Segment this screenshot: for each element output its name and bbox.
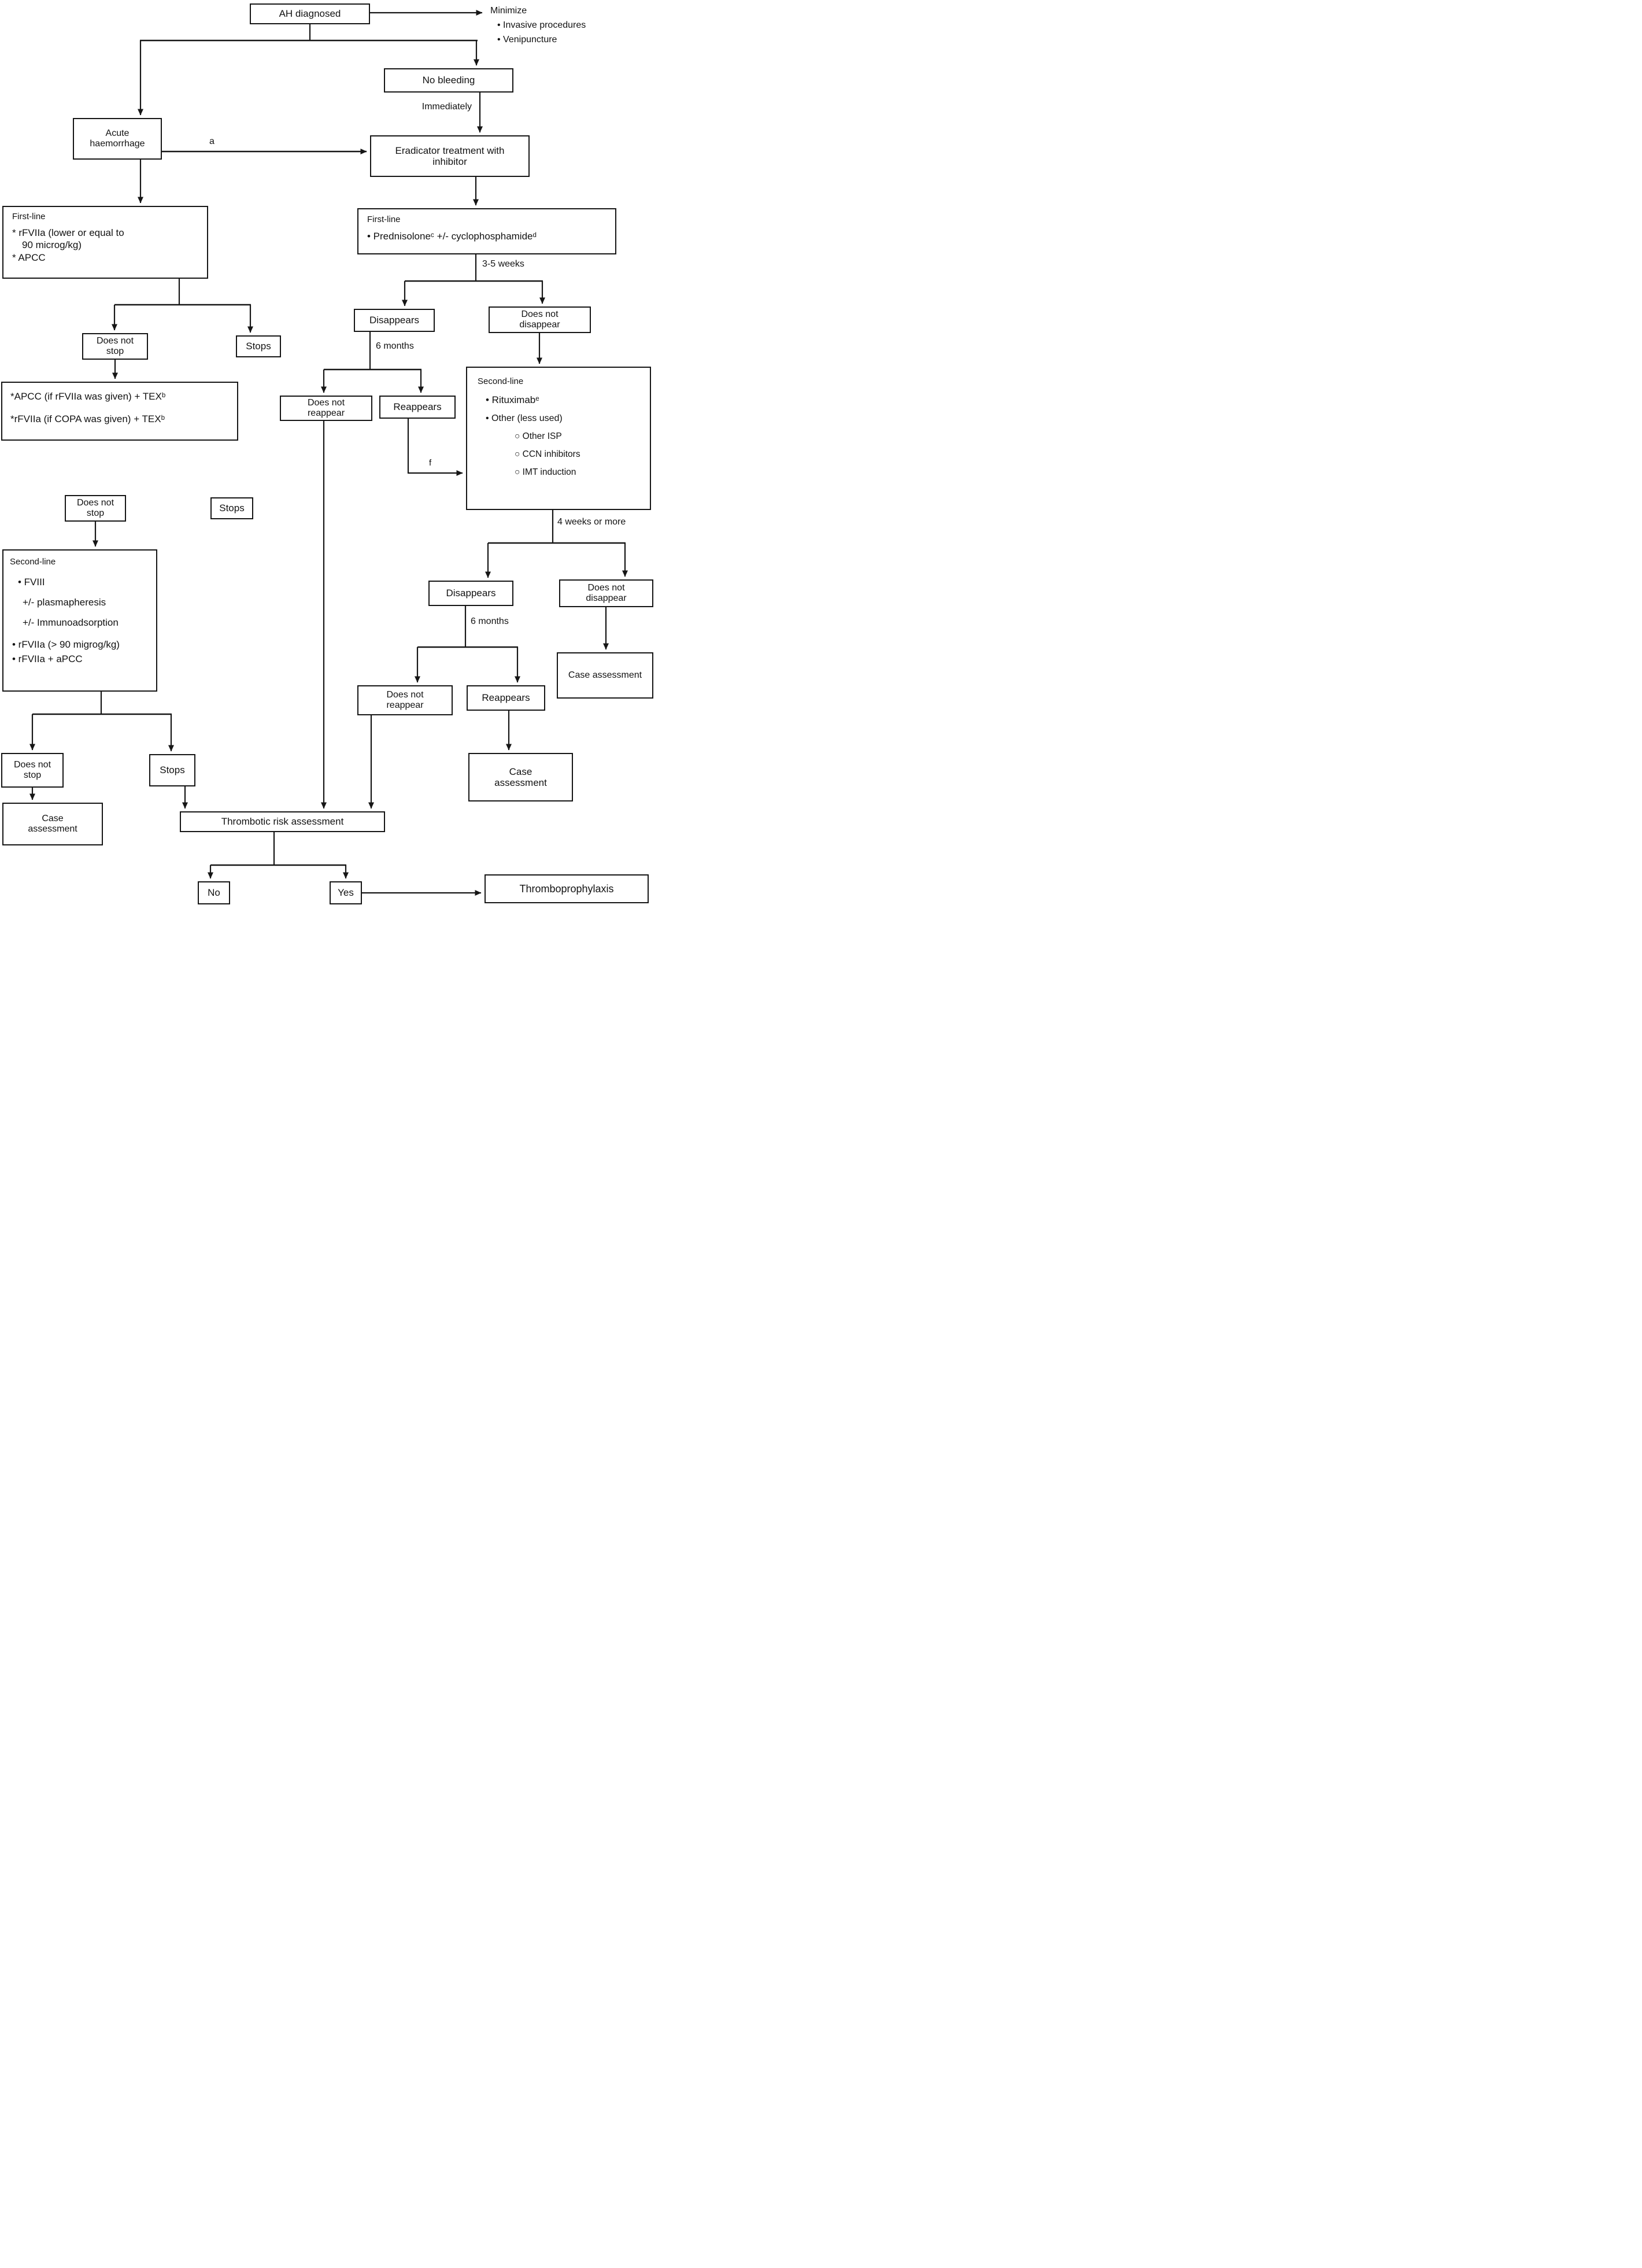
node-label: disappear [519, 320, 560, 330]
node-item: • rFVIIa + aPCC [12, 653, 83, 664]
node-does-not-reappear-2: Does not reappear [357, 685, 453, 715]
node-item: * APCC [12, 252, 46, 263]
node-ah-diagnosed: AH diagnosed [250, 3, 370, 24]
node-item: *APCC (if rFVIIa was given) + TEXᵇ [10, 391, 166, 402]
node-second-line-eradication: Second-line • Rituximabᵉ • Other (less u… [466, 367, 651, 510]
node-subitem: ○ Other ISP [515, 431, 562, 441]
minimize-item: • Venipuncture [497, 35, 557, 45]
flowchart-ah-management: AH diagnosed Minimize • Invasive procedu… [0, 0, 657, 907]
node-first-line-eradication: First-line • Prednisoloneᶜ +/- cyclophos… [357, 208, 616, 254]
node-bypass-therapy: *APCC (if rFVIIa was given) + TEXᵇ *rFVI… [1, 382, 238, 441]
node-does-not-reappear-1: Does not reappear [280, 396, 372, 421]
node-label: Case [42, 814, 64, 824]
node-stops-3: Stops [149, 754, 195, 786]
node-header: First-line [12, 212, 46, 221]
node-label: disappear [586, 593, 627, 603]
connector-layer [29, 10, 628, 896]
node-stops-1: Stops [236, 335, 281, 357]
node-disappears-2: Disappears [428, 581, 513, 606]
label-immediately: Immediately [421, 102, 472, 112]
node-item: • Rituximabᵉ [486, 394, 539, 405]
node-label: Eradicator treatment with [395, 145, 505, 156]
node-label: reappear [386, 700, 424, 710]
node-label: stop [86, 508, 105, 518]
node-reappears-2: Reappears [467, 685, 545, 711]
node-label: Does not [96, 336, 134, 346]
node-label: assessment [28, 824, 77, 834]
node-does-not-stop-2: Does not stop [65, 495, 126, 522]
node-label: assessment [494, 777, 547, 788]
node-subitem: ○ IMT induction [515, 467, 576, 478]
minimize-title: Minimize [490, 6, 527, 16]
node-item: +/- plasmapheresis [23, 596, 106, 608]
node-item: • FVIII [18, 576, 45, 588]
node-does-not-stop-3: Does not stop [1, 753, 64, 788]
node-label: Disappears [446, 588, 496, 599]
node-label: Does not [307, 398, 345, 408]
node-label: Thromboprophylaxis [519, 882, 614, 895]
node-label: Does not [13, 760, 51, 770]
node-item: • rFVIIa (> 90 migrog/kg) [12, 638, 120, 650]
node-label: stop [106, 346, 124, 356]
label-6-months-2: 6 months [471, 616, 509, 626]
node-disappears-1: Disappears [354, 309, 435, 332]
node-label: Does not [76, 498, 114, 508]
node-label: Does not [587, 583, 625, 593]
node-case-assessment-middle: Case assessment [468, 753, 573, 801]
node-header: Second-line [478, 376, 524, 386]
node-label: Reappears [482, 692, 530, 704]
label-f: f [429, 458, 432, 468]
node-does-not-disappear-1: Does not disappear [489, 306, 591, 333]
node-header: Second-line [10, 557, 56, 567]
node-label: AH diagnosed [279, 8, 341, 20]
node-does-not-stop-1: Does not stop [82, 333, 148, 360]
node-stops-2: Stops [210, 497, 253, 519]
node-does-not-disappear-2: Does not disappear [559, 579, 653, 607]
node-label: Stops [160, 764, 185, 776]
node-label: No bleeding [422, 75, 475, 86]
node-first-line-acute: First-line * rFVIIa (lower or equal to 9… [2, 206, 208, 279]
node-label: stop [23, 770, 42, 780]
node-case-assessment-left: Case assessment [2, 803, 103, 845]
node-label: Does not [386, 690, 424, 700]
node-label: Case [509, 766, 532, 777]
minimize-item: • Invasive procedures [497, 20, 586, 30]
node-no: No [198, 881, 230, 904]
node-label: No [208, 887, 220, 899]
node-no-bleeding: No bleeding [384, 68, 513, 93]
node-label: Yes [338, 887, 354, 899]
node-thrombotic-risk-assessment: Thrombotic risk assessment [180, 811, 385, 832]
node-acute-haemorrhage: Acute haemorrhage [73, 118, 162, 160]
node-yes: Yes [330, 881, 362, 904]
node-case-assessment-right: Case assessment [557, 652, 653, 699]
label-minimize: Minimize • Invasive procedures • Venipun… [490, 6, 586, 45]
node-label: reappear [307, 408, 345, 418]
label-a: a [209, 136, 215, 146]
node-label: Acute [105, 128, 130, 139]
label-6-months-1: 6 months [376, 341, 414, 351]
node-label: inhibitor [432, 156, 467, 167]
node-reappears-1: Reappears [379, 396, 456, 419]
node-subitem: ○ CCN inhibitors [515, 449, 580, 460]
node-item: *rFVIIa (if COPA was given) + TEXᵇ [10, 413, 165, 425]
node-label: Reappears [393, 401, 442, 413]
node-item: • Other (less used) [486, 413, 563, 423]
node-label: Thrombotic risk assessment [221, 816, 344, 828]
node-header: First-line [367, 215, 401, 224]
node-label: Disappears [369, 315, 419, 326]
label-4-weeks-or-more: 4 weeks or more [557, 517, 626, 527]
node-item: +/- Immunoadsorption [23, 616, 119, 628]
node-label: Case assessment [568, 670, 642, 681]
node-label: Does not [521, 309, 559, 320]
node-item: • Prednisoloneᶜ +/- cyclophosphamideᵈ [367, 230, 537, 242]
node-label: Stops [219, 503, 245, 514]
node-second-line-haemostatic: Second-line • FVIII +/- plasmapheresis +… [2, 549, 157, 692]
label-3-5-weeks: 3-5 weeks [482, 259, 524, 269]
node-label: haemorrhage [90, 139, 145, 149]
node-thromboprophylaxis: Thromboprophylaxis [485, 874, 649, 903]
node-item: 90 microg/kg) [22, 239, 82, 250]
node-item: * rFVIIa (lower or equal to [12, 227, 124, 238]
node-label: Stops [246, 341, 271, 352]
node-eradicator-treatment: Eradicator treatment with inhibitor [370, 135, 530, 177]
